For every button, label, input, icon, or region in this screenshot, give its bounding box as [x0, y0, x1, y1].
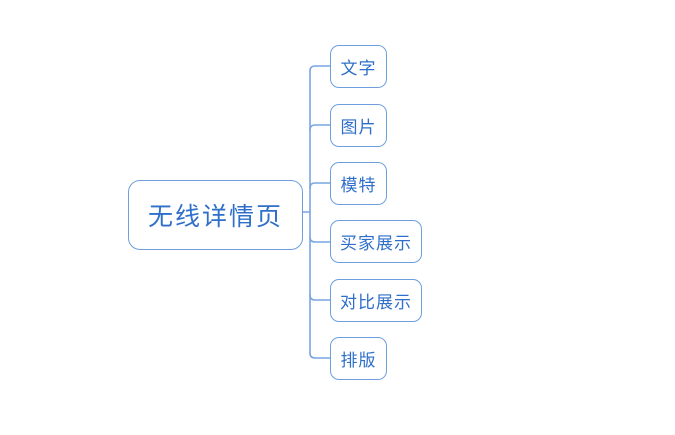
- connector-branch-0: [309, 65, 331, 72]
- child-node-1[interactable]: 文字: [330, 45, 387, 88]
- root-node-label: 无线详情页: [147, 204, 283, 231]
- child-node-label: 模特: [340, 176, 377, 195]
- connector-branch-5: [309, 352, 331, 359]
- child-node-2[interactable]: 图片: [330, 104, 387, 147]
- child-node-label: 排版: [340, 351, 377, 370]
- child-node-label: 文字: [340, 59, 377, 78]
- connector-branch-3: [309, 236, 331, 243]
- child-node-4[interactable]: 买家展示: [330, 220, 422, 263]
- child-node-3[interactable]: 模特: [330, 162, 387, 205]
- child-node-6[interactable]: 排版: [330, 337, 387, 380]
- child-node-label: 买家展示: [340, 234, 412, 253]
- child-node-label: 对比展示: [340, 293, 412, 312]
- child-node-5[interactable]: 对比展示: [330, 279, 422, 322]
- child-node-label: 图片: [340, 118, 377, 137]
- root-node[interactable]: 无线详情页: [128, 180, 303, 250]
- connector-branch-1: [309, 124, 331, 131]
- connector-branch-4: [309, 294, 331, 301]
- connector-branch-2: [309, 182, 331, 189]
